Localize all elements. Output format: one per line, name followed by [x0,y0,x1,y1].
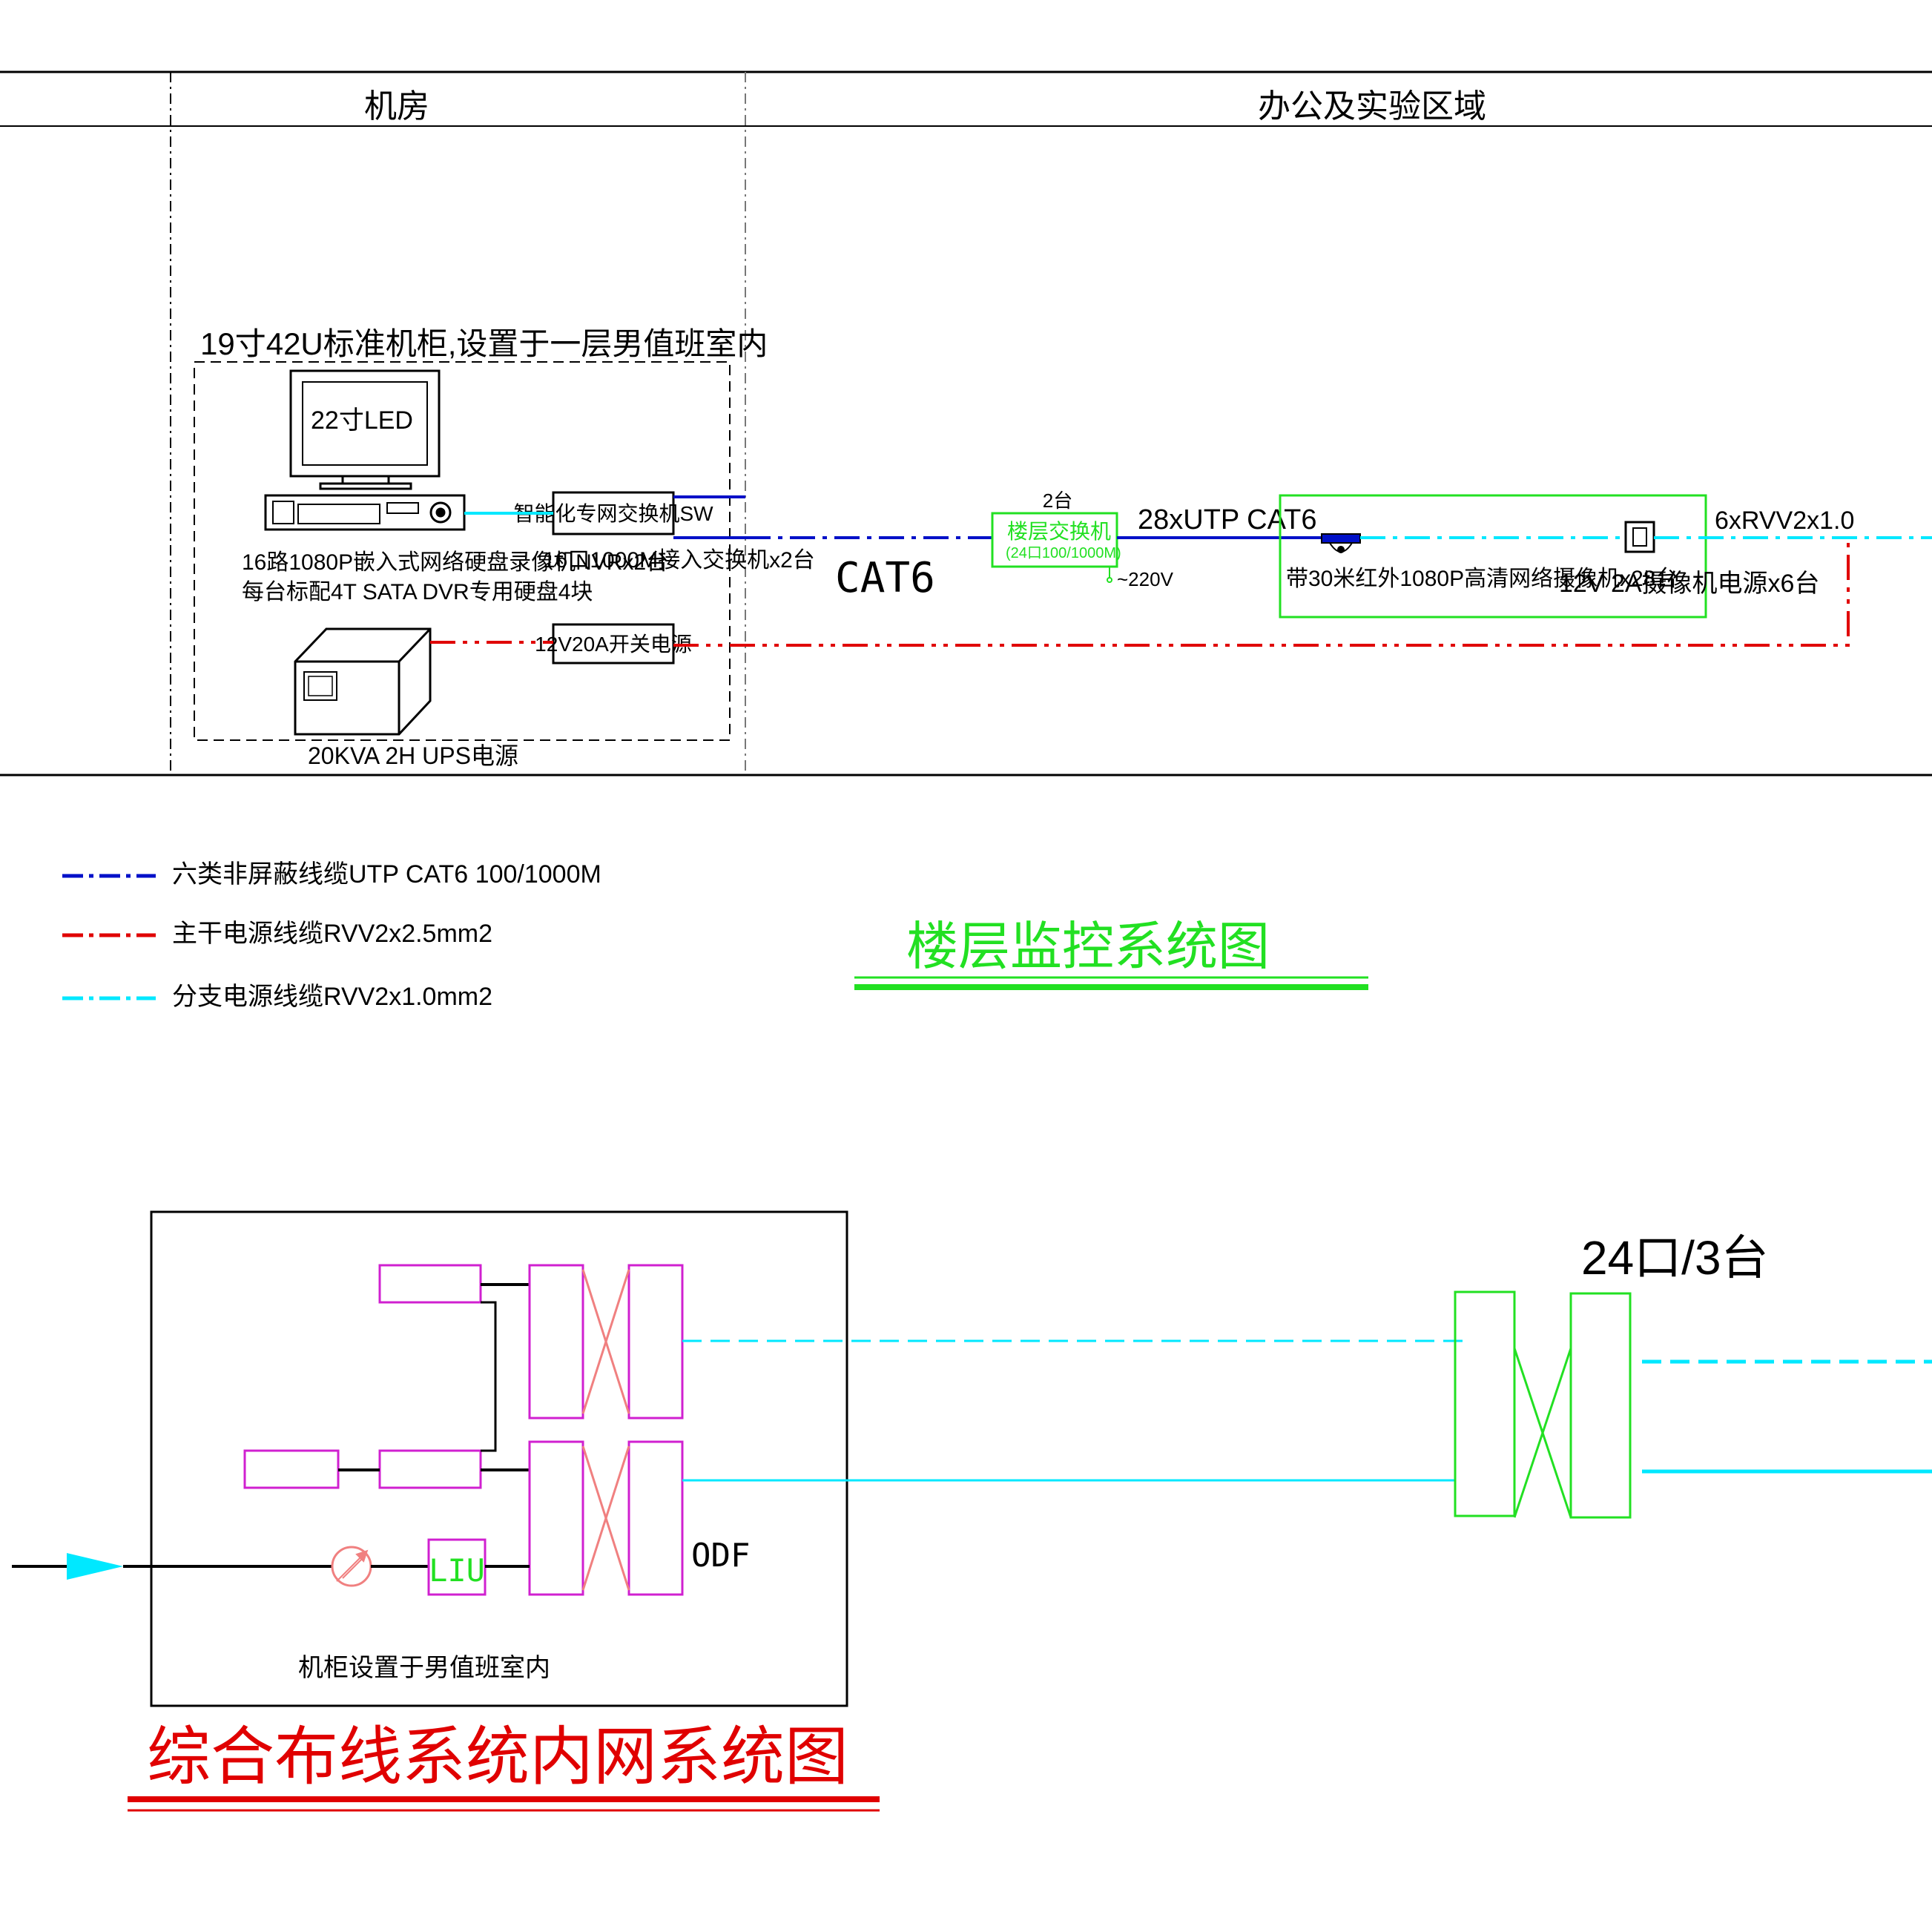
floor-switch-box [991,512,1118,568]
camera-psu-caption: 12V 2A摄像机电源x6台 [1559,570,1819,598]
network-device-3 [243,1449,340,1489]
cat6-label: CAT6 [835,554,935,602]
cabinet-label: 19寸42U标准机柜,设置于一层男值班室内 [200,326,768,361]
floor-switch-spec: (24口100/1000M) [1006,545,1121,561]
floor-switch-label: 楼层交换机 [1007,520,1111,543]
liu-label: LIU [429,1552,485,1589]
network-switch-caption: 16口1000M接入交换机x2台 [543,548,815,573]
legend-text-utp: 六类非屏蔽线缆UTP CAT6 100/1000M [172,860,601,888]
floor-switch-power-node [1107,577,1112,583]
camera-icon [1321,533,1361,553]
main-power-line [673,540,1850,647]
network-switch-box [552,491,675,535]
header-machine-room: 机房 [364,88,429,125]
rvv-output-label: 6xRVV2x1.0 [1715,507,1854,535]
legend-text-main-power: 主干电源线缆RVV2x2.5mm2 [172,920,492,948]
ac-220-label: ~220V [1117,568,1174,590]
cabinet-room-box [150,1210,848,1707]
monitor-icon [289,369,441,490]
monitor-label: 22寸LED [311,406,413,435]
incoming-arrow-icon [67,1553,123,1580]
nvr-icon [264,494,466,531]
cabinet-boundary [194,361,731,741]
power-supply-box [552,623,675,665]
patch-panel-lower [528,1440,684,1596]
ups-icon [294,627,432,736]
floor-patch-panel [1454,1290,1632,1519]
network-device-2 [378,1449,482,1489]
title-cabling-system: 综合布线系统内网系统图 [147,1720,848,1794]
title-floor-monitoring: 楼层监控系统图 [906,916,1270,977]
floor-switch-qty: 2台 [1043,489,1072,512]
odf-label: ODF [691,1537,750,1575]
utp-cat6-label: 28xUTP CAT6 [1138,504,1316,535]
camera-caption: 带30米红外1080P高清网络摄像机x28台 [1286,567,1678,591]
network-device-1 [378,1264,482,1304]
cabinet-note: 机柜设置于男值班室内 [298,1654,550,1682]
patch-panel-upper [528,1264,684,1420]
top-frame [0,70,1932,777]
camera-group-box [1279,494,1707,619]
legend: 六类非屏蔽线缆UTP CAT6 100/1000M 主干电源线缆RVV2x2.5… [62,860,601,1011]
ups-caption: 20KVA 2H UPS电源 [308,742,518,769]
fiber-splitter-icon [331,1546,372,1587]
floor-panel-qty: 24口/3台 [1581,1231,1769,1285]
nvr-caption-1: 16路1080P嵌入式网络硬盘录像机NVRx2台 [242,550,668,575]
header-office-lab: 办公及实验区域 [1258,88,1486,125]
power-supply-label: 12V20A开关电源 [535,633,692,656]
cabinet-connectors [338,1283,530,1471]
nvr-caption-2: 每台标配4T SATA DVR专用硬盘4块 [242,580,593,604]
legend-text-branch-power: 分支电源线缆RVV2x1.0mm2 [172,983,492,1011]
camera-psu-icon [1624,521,1655,553]
